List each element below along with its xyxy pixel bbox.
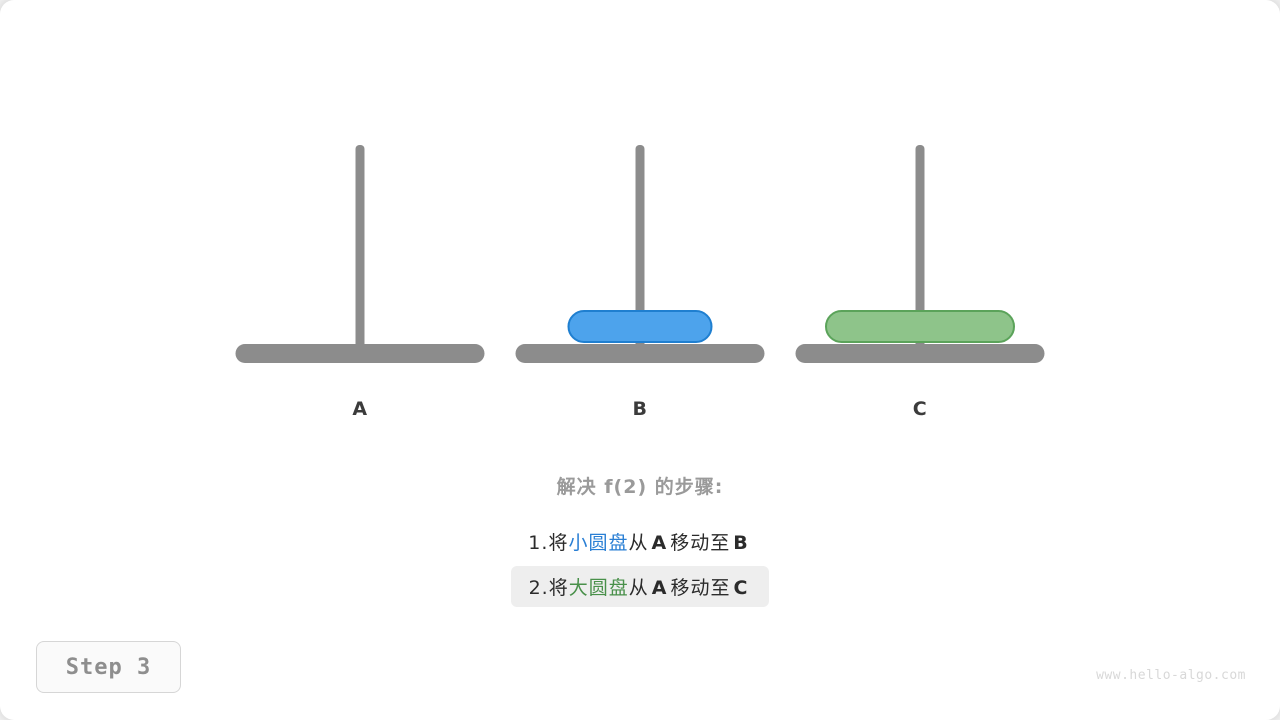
watermark: www.hello-algo.com [1096, 668, 1246, 683]
step-2-from-word: 从 [628, 577, 649, 599]
disc-large-on-c [825, 310, 1015, 343]
pillar-b-rod [635, 145, 645, 353]
step-2-verb: 将 [548, 577, 569, 599]
steps-title: 解决 f(2) 的步骤: [556, 476, 724, 498]
pillar-a-rod [355, 145, 365, 353]
pillar-c-label: C [912, 398, 928, 420]
pillar-c-base [795, 344, 1045, 363]
pillar-b: B [500, 0, 780, 440]
step-1-disc-label: 小圆盘 [568, 532, 629, 554]
step-1-from-word: 从 [628, 532, 649, 554]
step-2-to-peg: C [733, 577, 749, 599]
pillar-a-label: A [352, 398, 368, 420]
step-1-number: 1. [528, 532, 549, 554]
step-1-from-peg: A [651, 532, 668, 554]
step-1-move-word: 移动至 [670, 532, 731, 554]
step-1-verb: 将 [548, 532, 569, 554]
step-badge: Step 3 [36, 641, 181, 693]
pillar-c-rod [915, 145, 925, 353]
hanoi-pillars-group: A B C [220, 0, 1060, 440]
step-2-from-peg: A [651, 577, 668, 599]
pillar-a: A [220, 0, 500, 440]
step-2-number: 2. [528, 577, 549, 599]
step-2-disc-label: 大圆盘 [568, 577, 629, 599]
step-2-move-word: 移动至 [670, 577, 731, 599]
disc-small-on-b [567, 310, 713, 343]
pillar-b-base [515, 344, 765, 363]
pillar-b-label: B [632, 398, 648, 420]
pillar-c: C [780, 0, 1060, 440]
pillar-a-base [235, 344, 485, 363]
step-1-to-peg: B [733, 532, 749, 554]
